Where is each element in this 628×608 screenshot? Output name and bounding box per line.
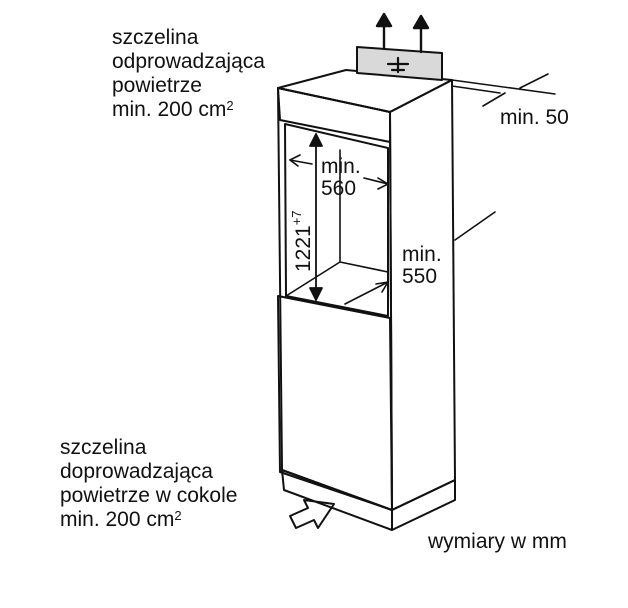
intake-area: min. 200 cm <box>60 508 175 531</box>
niche-opening <box>284 123 389 317</box>
exhaust-area-unit-sup: 2 <box>226 98 234 113</box>
units-note: wymiary w mm <box>428 530 567 553</box>
exhaust-arrows <box>375 12 430 54</box>
exhaust-area: min. 200 cm <box>112 98 227 121</box>
niche-width-line2: 560 <box>321 177 357 200</box>
niche-depth-line2: 550 <box>402 265 438 288</box>
cabinet-side-wall <box>389 79 456 511</box>
niche-inner <box>285 149 389 297</box>
niche-height-tolerance: +7 <box>289 210 304 226</box>
niche-width-arrow <box>289 154 389 190</box>
intake-line2: doprowadzająca <box>60 460 213 483</box>
plinth-side <box>391 479 456 531</box>
exhaust-line1: szczelina <box>112 26 199 49</box>
intake-label: szczelina doprowadzająca powietrze w cok… <box>60 436 237 532</box>
exhaust-line4: min. 200 cm2 <box>112 98 265 122</box>
niche-depth-label: min. 550 <box>402 244 442 288</box>
niche-height-label: 1221+7 <box>289 210 316 272</box>
appliance-door <box>277 295 393 511</box>
niche-height-value: 1221 <box>292 225 315 272</box>
intake-area-unit-sup: 2 <box>174 508 182 523</box>
niche-depth-line1: min. <box>402 243 442 266</box>
niche-depth-arrow <box>344 211 496 305</box>
niche-width-label: min. 560 <box>321 156 361 200</box>
gap-top-label: min. 50 <box>500 106 569 129</box>
intake-line4: min. 200 cm2 <box>60 508 237 532</box>
niche-height-arrow <box>309 133 323 301</box>
intake-line3: powietrze w cokole <box>60 484 238 507</box>
top-panel <box>277 87 391 143</box>
intake-arrow <box>289 499 335 529</box>
intake-line1: szczelina <box>60 436 147 459</box>
exhaust-line3: powietrze <box>112 74 202 97</box>
exhaust-label: szczelina odprowadzająca powietrze min. … <box>112 26 265 122</box>
niche-width-line1: min. <box>321 155 361 178</box>
exhaust-line2: odprowadzająca <box>112 50 265 73</box>
fan-icon <box>386 56 410 74</box>
gap-top-dimension <box>451 73 556 107</box>
